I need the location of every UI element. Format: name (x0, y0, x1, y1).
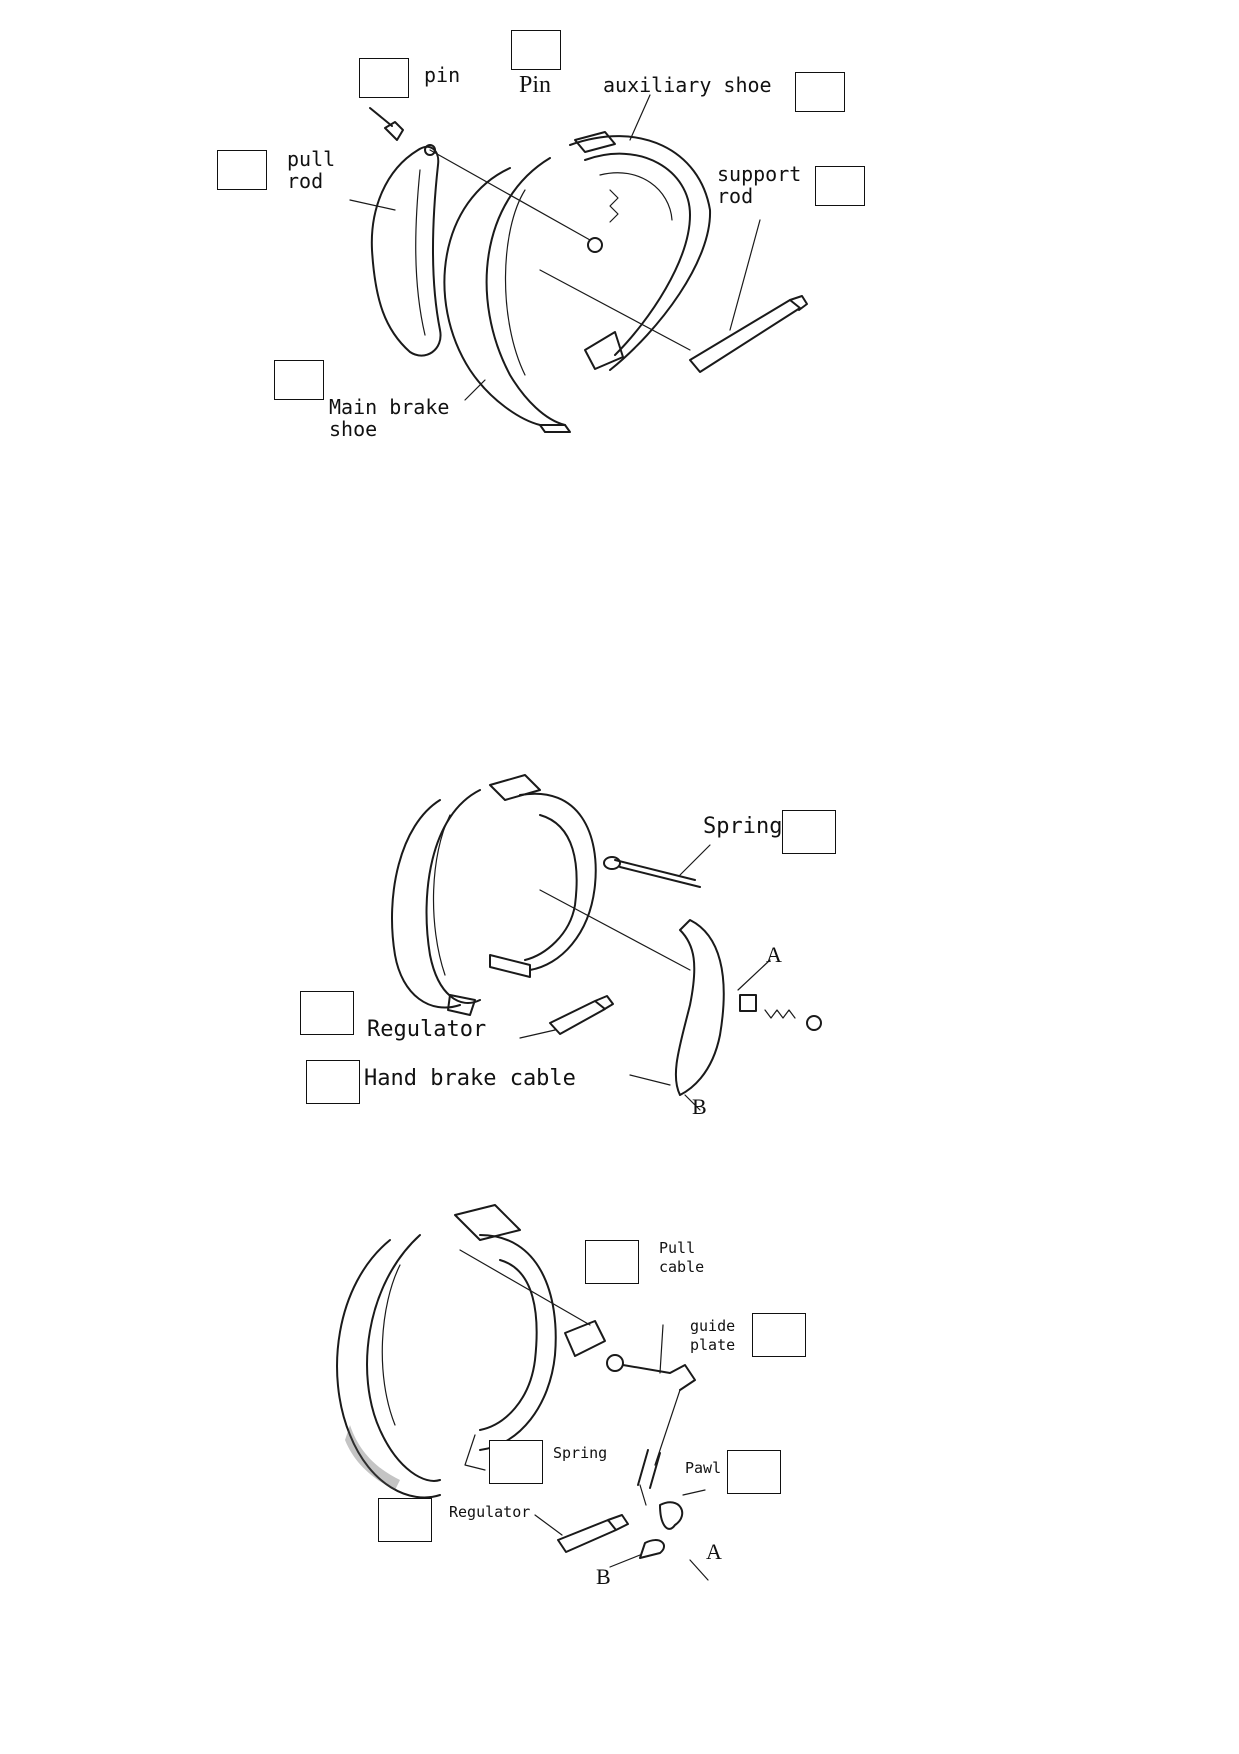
regulator-part (549, 995, 614, 1035)
guide-plate-part (564, 1320, 606, 1357)
diagram-regulator-assembly: Pull cable guide plate Spring Pawl Regul… (0, 1195, 1239, 1615)
label-marker-b: B (596, 1564, 611, 1589)
hand-brake-lever (674, 919, 725, 1096)
brake-shoe-secondary (479, 1234, 557, 1451)
diagram-hand-brake-lever-assembly: Spring A Regulator Hand brake cable B (0, 755, 1239, 1135)
label-regulator: Regulator (449, 1503, 531, 1521)
label-hand-brake-cable: Hand brake cable (364, 1066, 576, 1091)
diagram-parking-brake-shoe-assembly: pin Pin auxiliary shoe pull rod support … (0, 0, 1239, 470)
label-marker-b: B (692, 1094, 707, 1119)
label-auxiliary-shoe: auxiliary shoe (603, 73, 772, 97)
support-rod (689, 299, 801, 373)
answer-box-regulator[interactable] (300, 991, 354, 1035)
lever-assembly-drawing (391, 774, 822, 1111)
answer-box-hand-brake-cable[interactable] (306, 1060, 360, 1104)
answer-box-pull-cable[interactable] (585, 1240, 639, 1284)
label-pull-rod: pull rod (287, 147, 336, 194)
answer-box-pin[interactable] (359, 58, 409, 98)
answer-box-pull-rod[interactable] (217, 150, 267, 190)
label-marker-a: A (706, 1539, 722, 1564)
spring-part-3 (637, 1449, 661, 1489)
shoe-assembly-drawing (349, 94, 808, 433)
answer-box-spring[interactable] (782, 810, 836, 854)
answer-box-regulator[interactable] (378, 1498, 432, 1542)
spring-part (614, 859, 701, 888)
adjust-nut (806, 1015, 822, 1031)
regulator-assembly-drawing (336, 1204, 709, 1581)
label-spring: Spring (553, 1444, 608, 1462)
label-pin: pin (424, 63, 461, 87)
label-main-brake-shoe: Main brake shoe (329, 395, 450, 442)
brake-shoe-right (519, 792, 597, 971)
regulator-part-3 (557, 1514, 629, 1553)
brake-shoe-left (391, 799, 461, 1009)
label-pawl: Pawl (685, 1459, 722, 1477)
label-support-rod: support rod (717, 162, 802, 209)
answer-box-support-rod[interactable] (815, 166, 865, 206)
label-pull-cable: Pull cable (659, 1239, 705, 1276)
answer-box-pin-upper[interactable] (511, 30, 561, 70)
answer-box-guide-plate[interactable] (752, 1313, 806, 1357)
pull-rod-pin-hole (424, 144, 436, 156)
label-spring: Spring (703, 814, 783, 839)
label-pin-upper: Pin (519, 72, 552, 98)
answer-box-pawl[interactable] (727, 1450, 781, 1494)
brake-shoe-main (336, 1239, 441, 1499)
answer-box-spring[interactable] (489, 1440, 543, 1484)
pull-rod-lever (370, 145, 442, 357)
pin-part (384, 121, 404, 141)
washer (606, 1354, 624, 1372)
center-pin-hole (587, 237, 603, 253)
main-brake-shoe (443, 167, 541, 426)
pawl-part (659, 1501, 684, 1530)
nut (739, 994, 757, 1012)
auxiliary-shoe (569, 135, 712, 371)
label-guide-plate: guide plate (690, 1317, 736, 1354)
label-regulator: Regulator (367, 1017, 487, 1042)
answer-box-auxiliary-shoe[interactable] (795, 72, 845, 112)
label-marker-a: A (766, 942, 782, 967)
pull-cable-part (622, 1364, 696, 1391)
answer-box-main-brake-shoe[interactable] (274, 360, 324, 400)
